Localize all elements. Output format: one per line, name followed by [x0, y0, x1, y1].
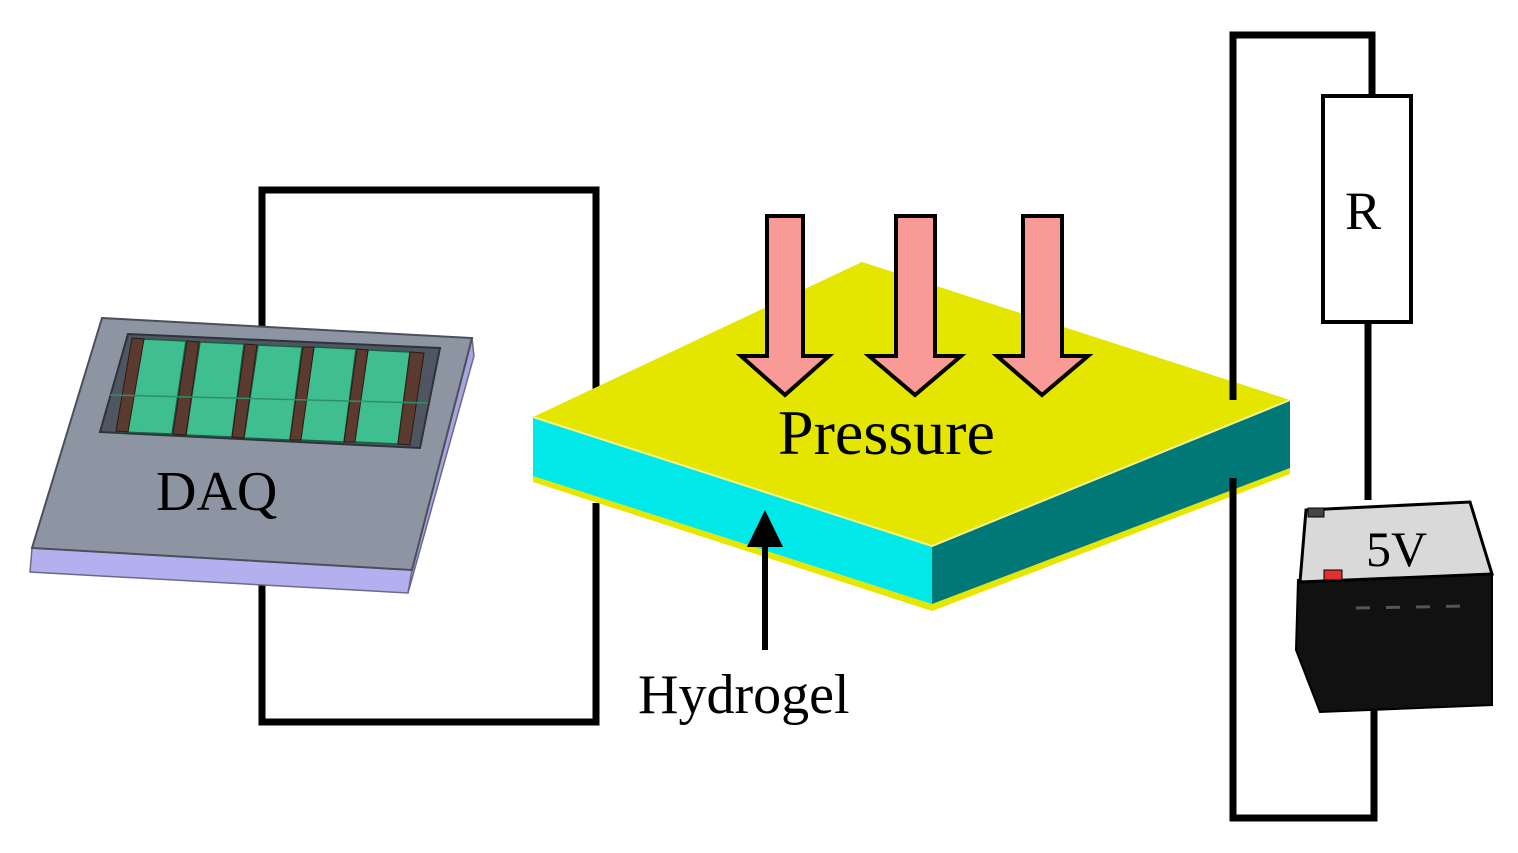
- daq-connector: [115, 337, 145, 433]
- daq-connectors: [115, 337, 425, 446]
- pressure-arrow-icon: [735, 214, 835, 398]
- battery: [1294, 500, 1495, 714]
- resistor: [1321, 94, 1413, 324]
- power-wire-loop: [1229, 31, 1378, 822]
- daq-wire-bottom: [258, 503, 600, 726]
- hydrogel-top-face: [533, 262, 1290, 546]
- daq-connector: [343, 348, 369, 443]
- battery-top: [1298, 500, 1495, 584]
- pressure-arrow-icon: [863, 214, 967, 398]
- hydrogel-front-face: [533, 417, 932, 604]
- battery-terminal-positive: [1323, 569, 1343, 581]
- daq-connector: [172, 340, 200, 436]
- hydrogel-pointer: [747, 510, 783, 650]
- daq-connector: [289, 346, 315, 441]
- pressure-arrows: [735, 214, 1094, 398]
- daq-module-divider: [109, 394, 429, 404]
- hydrogel-pointer-arrowhead-icon: [747, 510, 783, 547]
- hydrogel-top-highlight: [532, 399, 1291, 548]
- hydrogel-slab: [532, 262, 1291, 611]
- battery-body: [1294, 572, 1493, 714]
- battery-label: 5V: [1366, 521, 1427, 577]
- daq-wire-loop: [258, 186, 600, 726]
- battery-dash-line: [1355, 604, 1471, 610]
- daq-modules: [119, 338, 411, 445]
- pressure-arrow-icon: [991, 214, 1094, 398]
- daq-connector: [397, 351, 425, 446]
- power-wire-bottom: [1229, 478, 1378, 822]
- hydrogel-label: Hydrogel: [638, 664, 850, 726]
- daq-device: [29, 316, 475, 594]
- pressure-label: Pressure: [778, 397, 995, 468]
- hydrogel-side-face: [932, 400, 1290, 604]
- battery-terminal-negative: [1307, 507, 1325, 518]
- daq-connector: [231, 343, 258, 439]
- power-wire-top: [1229, 31, 1376, 400]
- daq-wire-top: [258, 186, 600, 410]
- daq-label: DAQ: [156, 461, 277, 523]
- resistor-label: R: [1345, 181, 1381, 241]
